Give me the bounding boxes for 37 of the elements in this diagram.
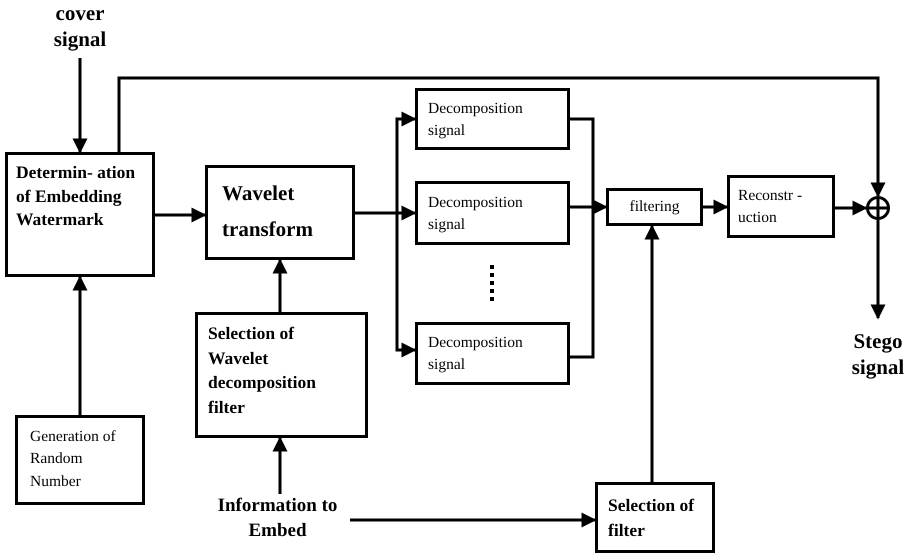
arrow: [350, 512, 596, 528]
arrow: [272, 436, 288, 494]
arrow: [118, 76, 886, 198]
process-box: [5, 152, 155, 277]
arrow: [644, 224, 660, 482]
process-box: [415, 181, 570, 245]
node-text: Selection of filter: [608, 494, 696, 542]
process-box: [606, 188, 703, 226]
node-text: Determin- ation of Embedding Watermark: [16, 161, 136, 232]
process-box: [195, 312, 368, 438]
process-box: [727, 175, 835, 238]
node-text: Stego signal: [850, 328, 906, 380]
node-text: Decomposition signal: [428, 333, 524, 376]
process-box: [415, 88, 570, 150]
node-text: Generation of Random Number: [30, 427, 117, 492]
arrow: [870, 220, 886, 320]
node-text: Decomposition signal: [428, 193, 524, 236]
arrow: [72, 58, 88, 154]
arrow: [272, 258, 288, 312]
process-box: [595, 482, 715, 553]
arrow: [72, 276, 88, 415]
node-text: cover signal: [52, 0, 108, 52]
process-box: [415, 322, 570, 385]
arrow: [155, 208, 206, 222]
node-text: Wavelet transform: [222, 180, 314, 243]
node-text: Decomposition signal: [428, 99, 524, 142]
node-text: Selection of Wavelet decomposition filter: [208, 322, 317, 418]
arrow: [703, 200, 728, 214]
process-box: [15, 415, 145, 505]
node-text: filtering: [628, 198, 680, 217]
arrow: [570, 200, 608, 358]
node-text: Information to Embed: [216, 494, 338, 543]
arrow: [835, 200, 868, 216]
process-box: [205, 165, 355, 260]
node-text: Reconstr -uction: [738, 186, 804, 228]
summing-junction: [866, 196, 890, 220]
arrow: [355, 212, 416, 358]
